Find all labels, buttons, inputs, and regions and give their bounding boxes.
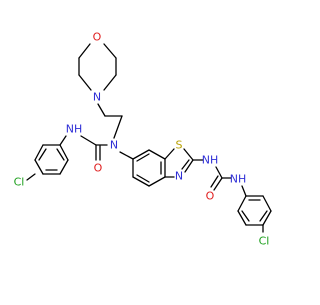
atom-cl-1: Cl <box>14 176 25 189</box>
bond-bz-d <box>148 176 166 187</box>
atom-urea2-o: O <box>206 190 215 203</box>
bond-tz-cn <box>184 159 194 173</box>
bond-tz-s2 <box>183 148 194 161</box>
bond-tz-cn-db <box>181 159 190 170</box>
bond-morph-o-c1 <box>78 43 91 59</box>
bond-bz-b <box>148 149 166 160</box>
bond-nh-phenyl1 <box>59 135 67 146</box>
atom-thiazole-s: S <box>176 139 183 152</box>
bond-nh2-phenyl2 <box>241 185 247 197</box>
bond-ph2-f <box>237 195 247 212</box>
bond-carbonyl2-o-a <box>213 177 223 191</box>
bond-ch2b-n <box>113 115 123 139</box>
bond-ph1-e <box>59 159 69 175</box>
atom-labels: O N NH N O Cl S N NH O NH Cl <box>14 31 270 248</box>
atom-morpholine-o: O <box>93 31 102 44</box>
atom-urea2-nh2: NH <box>230 173 247 186</box>
bond-bz-e <box>132 176 150 187</box>
bond-ph1-db1 <box>38 148 47 161</box>
bond-morph-c2-n <box>78 74 92 91</box>
bond-carbonyl2-o-b <box>210 175 219 188</box>
bond-ph2-db3 <box>241 210 250 222</box>
bond-ph1-c <box>34 159 44 175</box>
bond-n-benzo <box>119 151 134 160</box>
bond-ph1-b <box>34 144 44 161</box>
atom-urea1-nh: NH <box>66 123 83 136</box>
bond-n-ch2a <box>97 103 106 117</box>
bond-bz-a <box>132 149 150 160</box>
bond-ph2-db2 <box>259 210 268 222</box>
bond-ph2-b <box>262 195 272 212</box>
structure-svg: O N NH N O Cl S N NH O NH Cl <box>14 31 272 248</box>
atom-thiazole-n: N <box>175 170 183 183</box>
atom-urea1-o: O <box>94 162 103 175</box>
bond-bz-db3 <box>136 174 150 183</box>
bond-morph-c4-o <box>103 43 117 59</box>
bond-ph1-cl <box>26 173 36 181</box>
bond-ph1-db3 <box>56 148 65 161</box>
bond-morph-n-c3 <box>103 74 117 91</box>
bond-carbonyl1-nh <box>80 135 97 146</box>
bond-ph2-e <box>237 210 247 226</box>
atom-urea1-n: N <box>110 139 118 152</box>
bond-bz-db1 <box>136 153 150 162</box>
atom-cl-2: Cl <box>259 235 270 248</box>
atom-morpholine-n: N <box>93 91 101 104</box>
bond-tz-s1 <box>164 148 175 160</box>
bond-ph1-f <box>59 144 69 161</box>
molecule-diagram: O N NH N O Cl S N NH O NH Cl <box>14 31 272 248</box>
bond-nh-carbonyl2 <box>215 166 223 179</box>
bond-ph2-c <box>262 210 272 226</box>
atom-urea2-nh1: NH <box>202 154 219 167</box>
bonds <box>26 43 272 233</box>
